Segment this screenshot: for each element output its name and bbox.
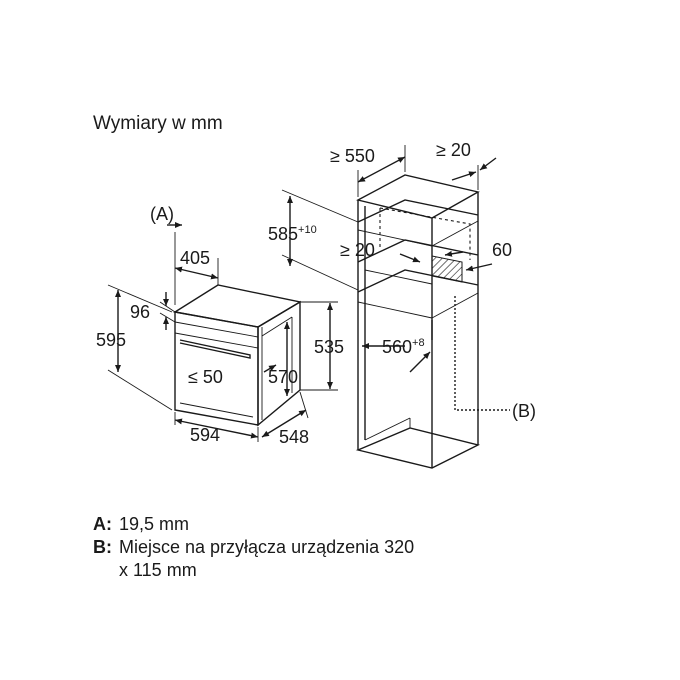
dim-top-offset: 96: [130, 302, 150, 322]
legend-row-a: A: 19,5 mm: [93, 513, 539, 536]
dim-inner-width: 405: [180, 248, 210, 268]
callout-b: (B): [512, 401, 536, 421]
dim-front-gap: ≥ 20: [340, 240, 375, 260]
dim-clearance: ≤ 50: [188, 367, 223, 387]
diagram-title: Wymiary w mm: [93, 113, 223, 134]
legend-key-a: A:: [93, 514, 112, 534]
legend-text-b: Miejsce na przyłącza urządzenia 320 x 11…: [119, 537, 415, 580]
dim-niche-height: 535: [314, 337, 344, 357]
dim-oven-depth: 548: [279, 427, 309, 447]
legend: A: 19,5 mm B: Miejsce na przyłącza urząd…: [93, 513, 539, 582]
legend-key-b: B:: [93, 537, 112, 557]
dim-cabinet-depth: ≥ 550: [330, 146, 375, 166]
dim-niche-height-cab: 585+10: [268, 224, 317, 244]
cabinet-drawing: [355, 174, 510, 469]
oven-dimension-lines: [107, 222, 338, 442]
dim-niche-width: 560+8: [382, 337, 425, 357]
dim-niche-height-cab-value: 585: [268, 224, 298, 244]
dim-vent-depth: 60: [492, 240, 512, 260]
dim-niche-width-tol: +8: [412, 337, 425, 349]
legend-text-a: 19,5 mm: [119, 514, 190, 534]
dim-rear-gap: ≥ 20: [436, 140, 471, 160]
dim-niche-height-cab-tol: +10: [298, 224, 317, 236]
dim-oven-width: 594: [190, 425, 220, 445]
cabinet-dimension-lines: [281, 145, 497, 373]
callout-a: (A): [150, 204, 174, 224]
dim-inner-height: 570: [268, 367, 298, 387]
dim-niche-width-value: 560: [382, 337, 412, 357]
legend-row-b: B: Miejsce na przyłącza urządzenia 320 x…: [93, 536, 539, 582]
dim-oven-height: 595: [96, 330, 126, 350]
oven-drawing: [173, 284, 302, 427]
